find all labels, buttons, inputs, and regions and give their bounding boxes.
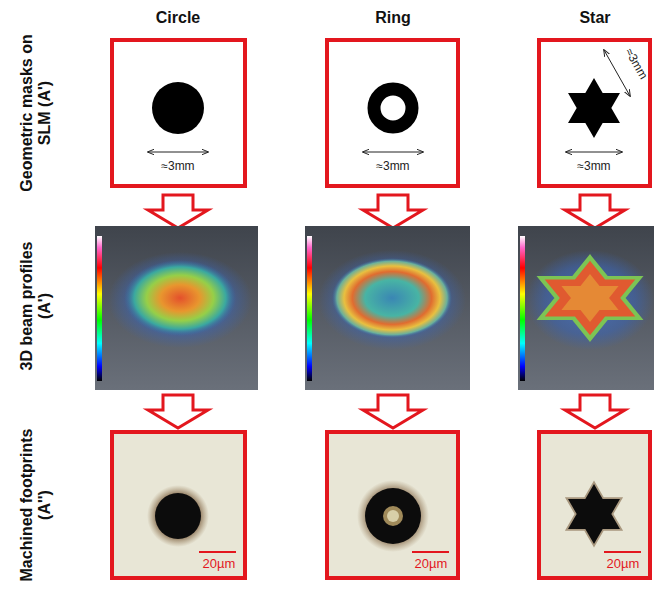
- row-label: Machined footprints (A''): [18, 425, 55, 585]
- mask-box: ≈3mm ≈3mm: [537, 38, 652, 188]
- column-header: Star: [540, 9, 650, 27]
- scale-bar-label: 20µm: [415, 557, 448, 571]
- footprint-box: 20µm: [110, 430, 247, 580]
- footprint-box: 20µm: [537, 430, 652, 580]
- dimension-label: ≈3mm: [577, 160, 610, 173]
- column-header: Circle: [118, 9, 238, 27]
- column-header: Ring: [333, 9, 453, 27]
- dimension-label: ≈3mm: [622, 46, 650, 81]
- row-label: Geometric masks on SLM (A'): [18, 33, 55, 193]
- scale-bar-label: 20µm: [607, 557, 640, 571]
- mask-box: ≈3mm: [110, 38, 247, 188]
- dimension-label: ≈3mm: [161, 160, 194, 173]
- row-label: 3D beam profiles (A'): [18, 231, 55, 381]
- footprint-box: 20µm: [325, 430, 460, 580]
- dimension-label: ≈3mm: [376, 160, 409, 173]
- scale-bar-label: 20µm: [203, 557, 236, 571]
- mask-box: ≈3mm: [325, 38, 460, 188]
